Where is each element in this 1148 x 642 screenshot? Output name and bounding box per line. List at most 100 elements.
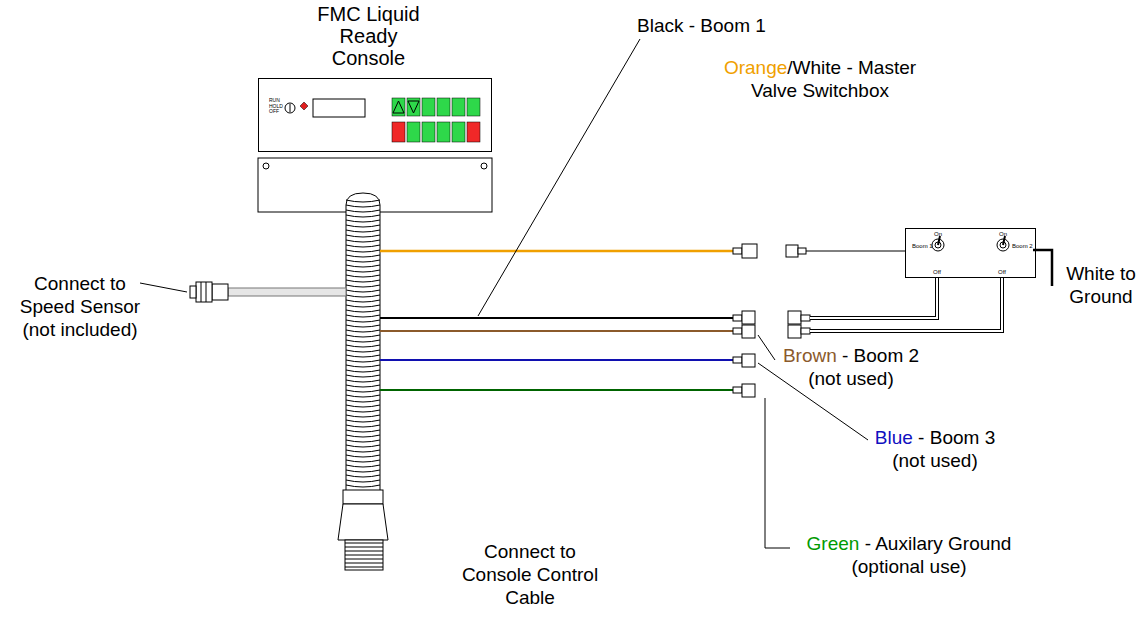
- spade-connector: [733, 248, 742, 254]
- switch-label: Boom 2: [1012, 243, 1033, 250]
- switch-label: Boom 1: [912, 243, 933, 250]
- green-wire: [380, 389, 733, 391]
- spade-connector: [733, 357, 742, 363]
- console-button: [407, 98, 420, 116]
- harness-ring: [346, 450, 380, 452]
- leader-line: [758, 335, 775, 360]
- thread-line: [345, 543, 383, 544]
- harness-ring: [346, 405, 380, 407]
- connector-grip: [201, 282, 202, 302]
- harness-ring: [346, 480, 380, 482]
- thread-line: [345, 567, 383, 568]
- harness-ring: [346, 445, 380, 447]
- spade-connector: [788, 325, 801, 338]
- speed-cable: [228, 288, 346, 296]
- screw-hole: [263, 163, 269, 169]
- harness-ring: [346, 360, 380, 362]
- up-arrow-key: [393, 101, 404, 113]
- harness-ring: [346, 290, 380, 292]
- harness-ring: [346, 250, 380, 252]
- harness-ring: [346, 270, 380, 272]
- mode-knob: [285, 103, 295, 113]
- indicator-lamp: [300, 102, 308, 110]
- thread-line: [345, 559, 383, 560]
- harness-ring: [346, 200, 380, 202]
- screw-hole: [481, 163, 487, 169]
- harness-ring: [346, 485, 380, 487]
- console-button: [392, 122, 405, 142]
- harness-ring: [346, 335, 380, 337]
- corrugated-harness: [346, 193, 380, 492]
- spade-connector: [801, 328, 810, 334]
- console-button: [467, 122, 480, 142]
- harness-ring: [346, 300, 380, 302]
- harness-ring: [346, 320, 380, 322]
- leader-line: [765, 398, 790, 548]
- wire-label: Blue - Boom 3 (not used): [870, 426, 1000, 472]
- harness-ring: [346, 280, 380, 282]
- switch-wire: [810, 277, 937, 318]
- harness-ring: [346, 340, 380, 342]
- black-wire: [380, 317, 733, 319]
- spade-connector: [733, 328, 742, 334]
- harness-ring: [346, 315, 380, 317]
- toggle-lever: [1003, 236, 1005, 245]
- spade-connector: [742, 244, 757, 258]
- console-button: [452, 122, 465, 142]
- harness-ring: [346, 210, 380, 212]
- thread-line: [345, 555, 383, 556]
- sensor-connector: [190, 286, 196, 298]
- switch-wire: [810, 277, 1002, 331]
- blue-wire: [380, 359, 733, 361]
- down-arrow-key: [408, 101, 419, 113]
- harness-ring: [346, 355, 380, 357]
- harness-ring: [346, 395, 380, 397]
- harness-ring: [346, 375, 380, 377]
- harness-ring: [346, 325, 380, 327]
- thread-line: [345, 547, 383, 548]
- knob-mark: [290, 104, 291, 112]
- harness-ring: [346, 345, 380, 347]
- harness-ring: [346, 330, 380, 332]
- mode-label: RUN HOLD OFF: [269, 98, 285, 115]
- harness-ring: [346, 225, 380, 227]
- sensor-connector: [196, 282, 212, 302]
- console-button: [437, 98, 450, 116]
- harness-ring: [346, 475, 380, 477]
- harness-ring: [346, 255, 380, 257]
- harness-ring: [346, 235, 380, 237]
- harness-ring: [346, 205, 380, 207]
- sensor-connector: [212, 284, 228, 300]
- connection-note: Connect to Console Control Cable: [455, 540, 605, 609]
- spade-connector: [786, 245, 798, 257]
- harness-ring: [346, 440, 380, 442]
- harness-ring: [346, 430, 380, 432]
- spade-connector: [798, 248, 806, 254]
- harness-outline: [346, 193, 380, 492]
- thread-line: [345, 563, 383, 564]
- harness-ring: [346, 260, 380, 262]
- button-grid: [392, 98, 480, 142]
- switch-position: On: [999, 231, 1007, 238]
- console-button: [467, 98, 480, 116]
- connector-thread: [345, 540, 383, 570]
- harness-ring: [346, 390, 380, 392]
- harness-ring: [346, 460, 380, 462]
- harness-ring: [346, 435, 380, 437]
- connector-grip: [206, 282, 207, 302]
- harness-ring: [346, 420, 380, 422]
- harness-ring: [346, 465, 380, 467]
- switch-wire: [810, 277, 1002, 331]
- wire-label: Black - Boom 1: [637, 14, 766, 37]
- console-box: FMC Liquid Ready ConsoleRUN HOLD OFF: [258, 78, 492, 152]
- thread-line: [345, 551, 383, 552]
- console-button: [422, 98, 435, 116]
- console-button: [452, 98, 465, 116]
- console-button: [392, 98, 405, 116]
- harness-ring: [346, 365, 380, 367]
- thread-outline: [345, 540, 383, 570]
- console-button: [422, 122, 435, 142]
- harness-ring: [346, 410, 380, 412]
- wire-label: Brown - Boom 2 (not used): [776, 344, 926, 390]
- harness-ring: [346, 385, 380, 387]
